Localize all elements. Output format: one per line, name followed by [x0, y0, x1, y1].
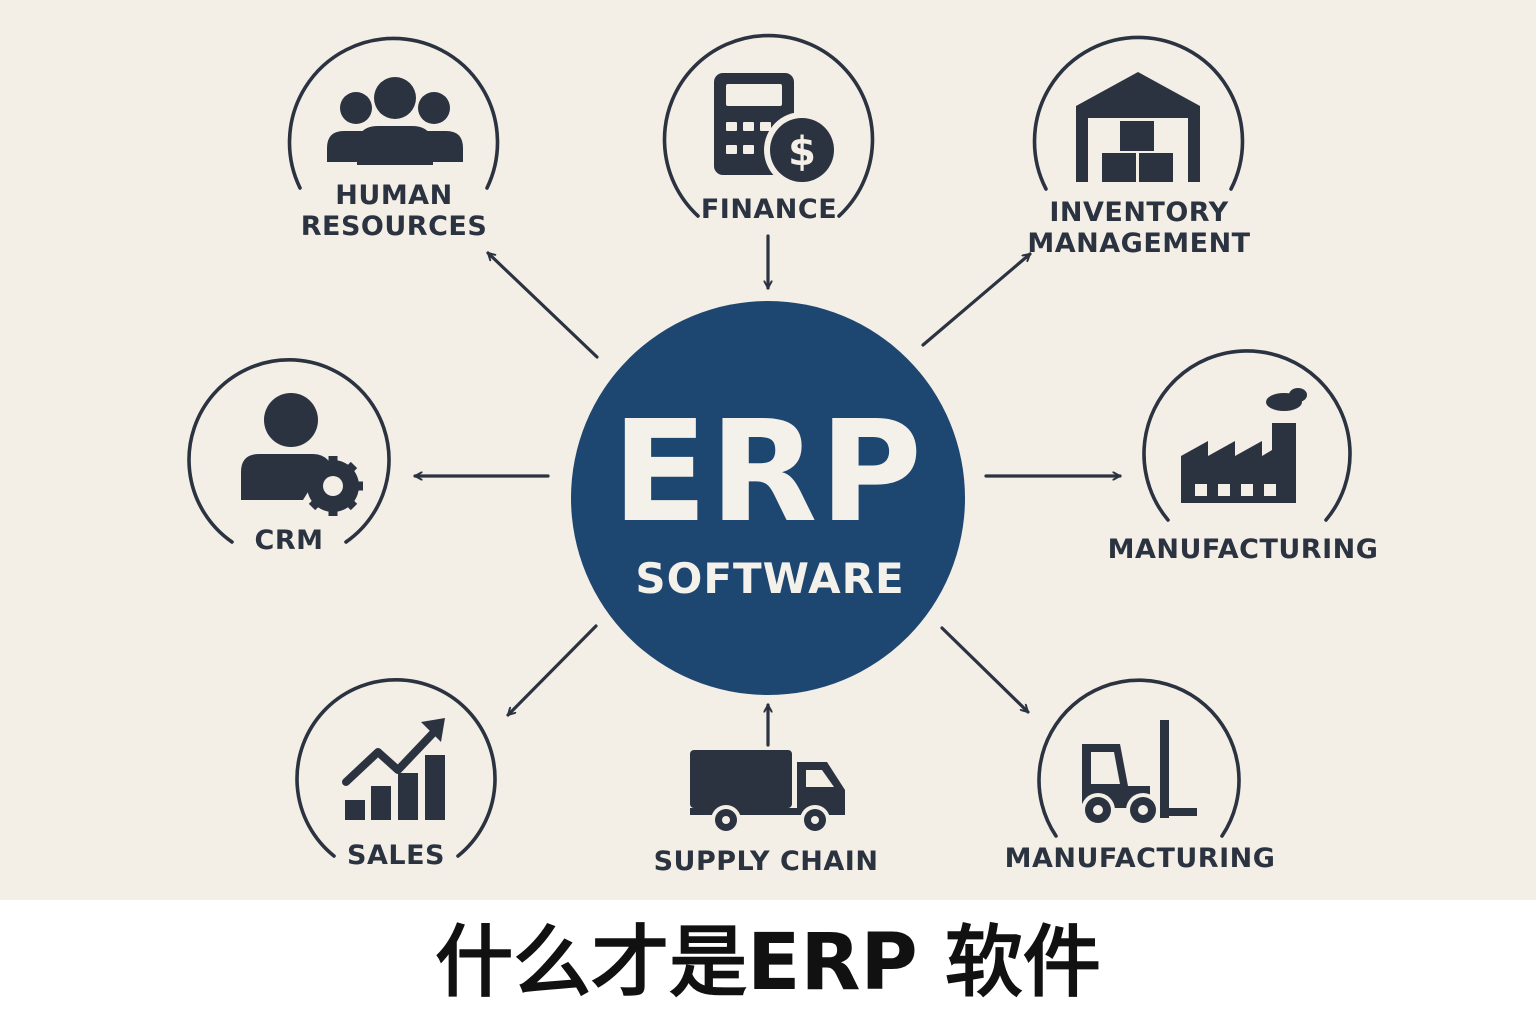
hub-subtitle: SOFTWARE [635, 554, 905, 603]
finance-label: FINANCE [700, 194, 838, 225]
calculator-dollar-icon: $ [714, 73, 840, 188]
svg-text:$: $ [788, 129, 816, 175]
warehouse-icon [1076, 72, 1200, 182]
arrow-to-inventory [921, 252, 1032, 347]
erp-hub-circle [571, 301, 965, 695]
finance-arc [662, 33, 875, 218]
diagram-graphics: $ [187, 33, 1352, 858]
crm-arc [187, 358, 391, 544]
human-resources-label: HUMAN RESOURCES [300, 180, 488, 242]
sales-arc [295, 678, 497, 858]
inventory-label: INVENTORY MANAGEMENT [1027, 197, 1251, 259]
growth-chart-icon [342, 718, 445, 820]
user-gear-icon [241, 393, 363, 516]
caption-bar [0, 900, 1536, 1024]
forklift-icon [1081, 720, 1197, 827]
manufacturing-bottom-label: MANUFACTURING [1004, 843, 1276, 874]
manufacturing-top-arc [1142, 349, 1352, 522]
arrow-to-sales [506, 624, 598, 717]
manufacturing-bottom-arc [1037, 678, 1241, 838]
sales-label: SALES [347, 840, 445, 871]
arrow-to-manufacturing-bottom [940, 626, 1030, 714]
people-group-icon [327, 77, 463, 165]
manufacturing-top-label: MANUFACTURING [1107, 534, 1379, 565]
human-resources-arc [287, 36, 500, 190]
arrow-to-human-resources [486, 251, 599, 359]
hub-title: ERP [611, 391, 925, 554]
truck-icon [690, 750, 845, 835]
inventory-arc [1032, 35, 1245, 191]
crm-label: CRM [254, 525, 324, 556]
supply-chain-label: SUPPLY CHAIN [653, 846, 879, 877]
factory-icon [1181, 388, 1307, 503]
caption-text: 什么才是ERP 软件 [435, 918, 1101, 1008]
